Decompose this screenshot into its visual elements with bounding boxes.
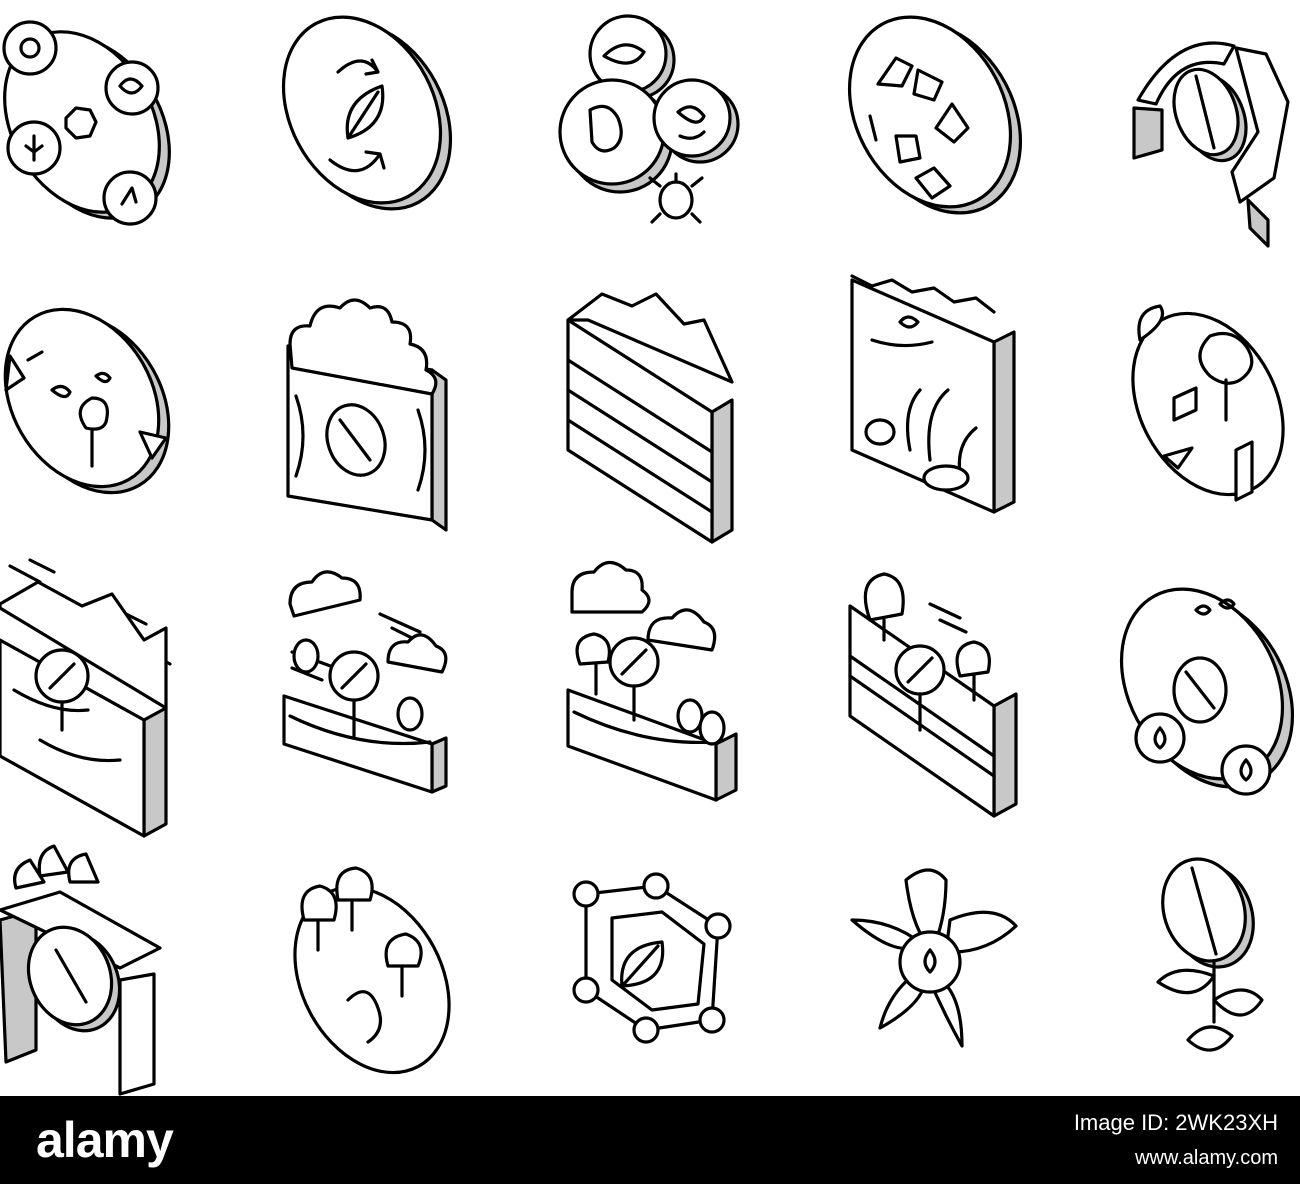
network-leaf-icon xyxy=(572,872,732,1044)
leaf-rotation-icon xyxy=(281,15,453,211)
flower-water-drop-icon xyxy=(850,868,1018,1048)
tree-gate-seed-icon xyxy=(0,844,162,1096)
recycle-globe-icon xyxy=(847,15,1023,215)
hands-holding-seed-icon xyxy=(1132,41,1290,248)
ecosystem-cycle-icon xyxy=(2,20,171,226)
watermark-brand: alamy xyxy=(36,1112,174,1168)
trees-seed-soil-icon xyxy=(848,572,1018,818)
watermark-url: www.alamy.com xyxy=(1135,1147,1278,1169)
watermark-image-id: Image ID: 2WK23XH xyxy=(1073,1110,1278,1135)
forest-clouds-seed-icon xyxy=(566,560,738,802)
mountain-soil-seed-icon xyxy=(0,558,172,838)
seed-water-drops-icon xyxy=(1119,587,1295,796)
soil-layers-icon xyxy=(566,292,734,544)
trees-on-globe-icon xyxy=(293,866,451,1075)
underwater-habitat-icon xyxy=(850,274,1016,514)
clouds-over-seed-icon xyxy=(286,298,448,532)
isometric-icon-set xyxy=(0,14,1295,1096)
biodiversity-circles-icon xyxy=(558,14,740,224)
globe-with-trees-icon xyxy=(3,307,171,495)
wind-clouds-seed-icon xyxy=(282,570,448,794)
watermark-bar: alamy Image ID: 2WK23XH www.alamy.com xyxy=(0,1096,1300,1184)
sprouting-seed-icon xyxy=(1156,857,1264,1052)
tree-growth-cycle-icon xyxy=(1131,304,1285,502)
